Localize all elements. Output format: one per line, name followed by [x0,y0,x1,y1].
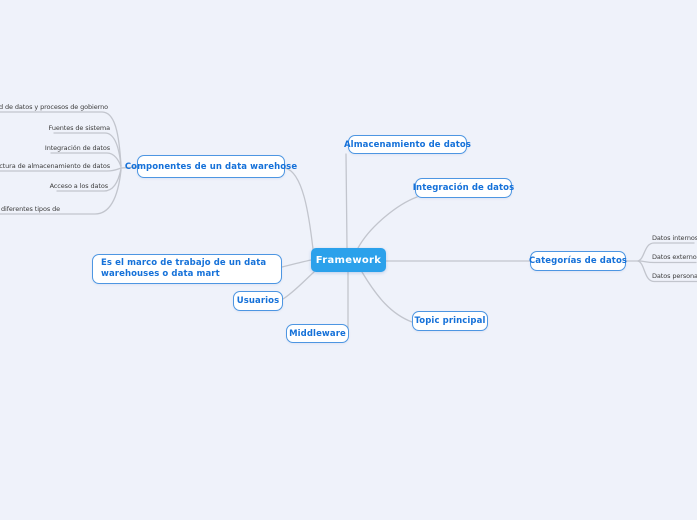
node-framework[interactable]: Framework [311,248,386,272]
node-integracion-de-datos[interactable]: Integración de datos [413,178,514,198]
edge-leaf-personales [637,260,697,283]
edge-leaf-fuentes [53,132,122,167]
edge-leaf-calidad [0,111,122,167]
edge-leaf-internos [637,242,695,262]
node-almacenamiento-de-datos[interactable]: Almacenamiento de datos [344,135,471,154]
leaf-acceso-a-los-datos[interactable]: Acceso a los datos [49,182,109,190]
leaf-datos-externos[interactable]: Datos externos [652,253,697,261]
leaf-arquitectura-almacenamiento[interactable]: Arquitectura de almacenamiento de datos [0,162,110,170]
node-componentes-data-warehose[interactable]: Componentes de un data warehose [125,155,297,178]
leaf-datos-internos[interactable]: Datos internos [652,234,697,242]
leaf-calidad-de-datos[interactable]: Calidad de datos y procesos de gobierno [0,103,108,111]
edge-root-almacenamiento [345,153,348,249]
edge-leaf-arquitectura [0,167,122,172]
edge-componentes-stub [120,166,138,169]
node-es-el-marco[interactable]: Es el marco de trabajo de un data wareho… [92,254,282,284]
node-usuarios[interactable]: Usuarios [233,291,283,311]
edge-root-usuarios [282,271,315,300]
edge-root-topic [361,271,413,323]
leaf-fuentes-de-sistema[interactable]: Fuentes de sistema [48,124,111,132]
leaf-datos-personales[interactable]: Datos personales [652,272,697,280]
edge-root-integracion [357,196,418,249]
edge-leaf-tipos [0,169,122,215]
leaf-integracion-de-datos[interactable]: Integración de datos [44,144,110,152]
edge-leaf-externos [637,260,697,264]
node-categorias-de-datos[interactable]: Categorías de datos [529,251,627,271]
node-middleware[interactable]: Middleware [286,324,349,343]
leaf-diferentes-tipos[interactable]: Los diferentes tipos de [0,205,60,213]
edge-root-marco [281,259,312,268]
edge-leaf-acceso [56,168,122,192]
edge-leaf-integracion-datos [50,152,122,168]
edge-root-componentes [284,167,314,250]
node-topic-principal[interactable]: Topic principal [412,311,488,331]
